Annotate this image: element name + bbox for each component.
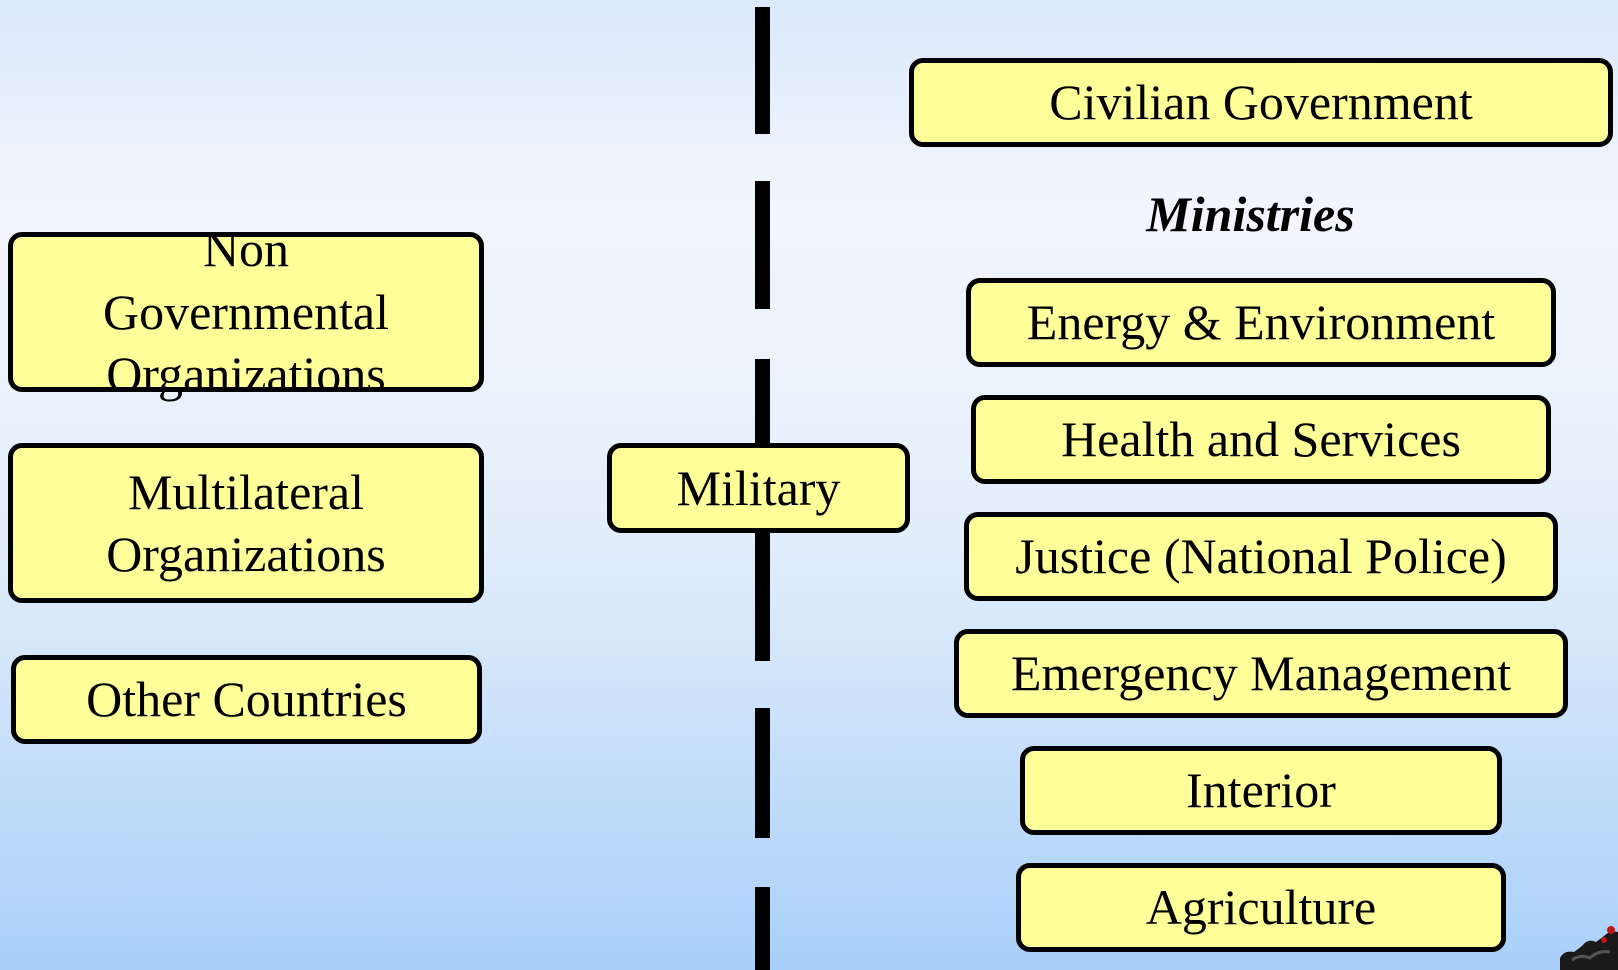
divider-dash: [755, 530, 770, 661]
divider-dash: [755, 359, 770, 447]
ministry-agriculture-box: Agriculture: [1016, 863, 1506, 952]
ministry-label: Agriculture: [1145, 879, 1377, 936]
civilian-government-label: Civilian Government: [1049, 74, 1473, 131]
ministry-label: Energy & Environment: [1026, 294, 1496, 351]
military-label: Military: [676, 459, 841, 516]
ministries-heading: Ministries: [1146, 186, 1355, 242]
divider-dash: [755, 7, 770, 134]
military-box: Military: [607, 443, 910, 533]
other-countries-box: Other Countries: [11, 655, 482, 744]
ministry-health-services-box: Health and Services: [971, 395, 1551, 484]
ministry-label: Emergency Management: [1010, 645, 1512, 702]
civilian-government-box: Civilian Government: [909, 58, 1613, 147]
ministry-interior-box: Interior: [1020, 746, 1502, 835]
ministry-label: Interior: [1186, 762, 1336, 819]
ministry-justice-box: Justice (National Police): [964, 512, 1558, 601]
ministry-energy-environment-box: Energy & Environment: [966, 278, 1556, 367]
multilateral-organizations-box: Multilateral Organizations: [8, 443, 484, 603]
ngo-label: Non Governmental Organizations: [102, 221, 389, 403]
other-countries-label: Other Countries: [86, 671, 407, 728]
divider-dash: [755, 887, 770, 970]
ministry-emergency-management-box: Emergency Management: [954, 629, 1568, 718]
ngo-box: Non Governmental Organizations: [8, 221, 484, 402]
emblem-icon: [1560, 926, 1618, 970]
ministry-label: Health and Services: [1061, 411, 1461, 468]
multilateral-organizations-label: Multilateral Organizations: [106, 463, 386, 583]
divider-dash: [755, 181, 770, 309]
divider-dash: [755, 708, 770, 838]
ministry-label: Justice (National Police): [1015, 528, 1507, 585]
